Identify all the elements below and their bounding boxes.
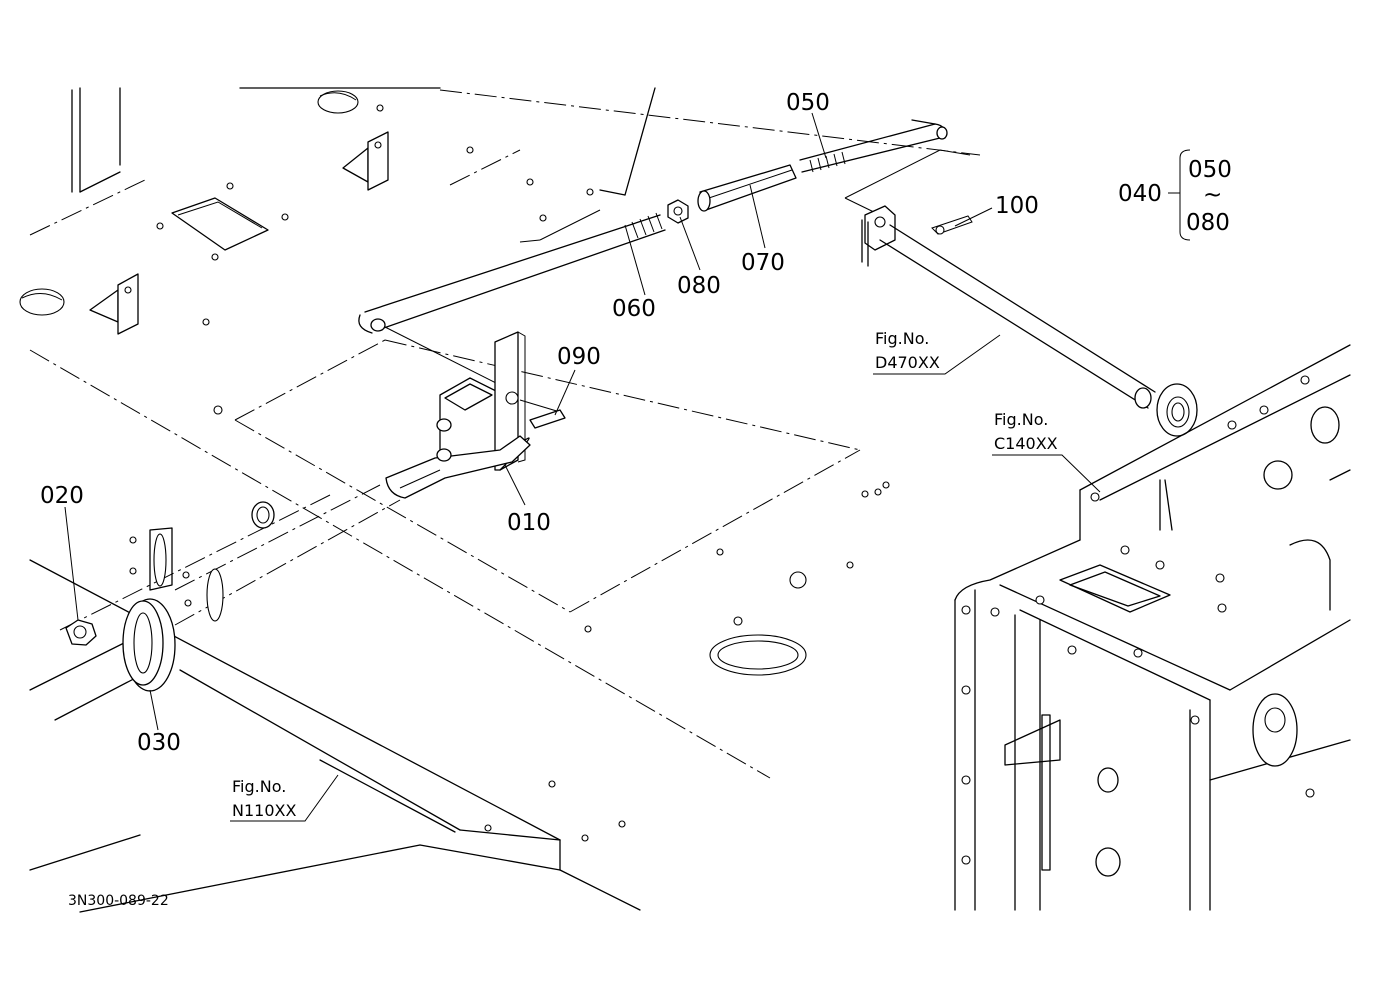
control-rod [358, 119, 948, 334]
fig-ref-d470-caption: Fig.No. [875, 329, 929, 348]
label-100: 100 [995, 193, 1039, 219]
fig-ref-n110-code: N110XX [232, 801, 296, 820]
label-020: 020 [40, 483, 84, 509]
grommet-group [59, 484, 401, 692]
figure-references: Fig.No. D470XX Fig.No. C140XX Fig.No. N1… [232, 329, 1058, 820]
lever-bracket [384, 326, 566, 499]
set-group-from: 050 [1188, 157, 1232, 183]
label-010: 010 [507, 510, 551, 536]
label-030: 030 [137, 730, 181, 756]
leader-lines [64, 112, 1191, 822]
label-060: 060 [612, 296, 656, 322]
fig-ref-n110-caption: Fig.No. [232, 777, 286, 796]
cross-shaft [844, 149, 1198, 437]
transmission-housing [954, 344, 1351, 911]
drawing-code: 3N300-089-22 [68, 893, 169, 909]
set-group-to: 080 [1186, 210, 1230, 236]
fig-ref-c140-code: C140XX [994, 434, 1058, 453]
part-labels: 010 020 030 050 060 070 080 090 100 040 … [40, 90, 1232, 756]
floor-plate [19, 87, 981, 913]
set-group-label: 040 [1118, 181, 1162, 207]
fig-ref-d470-code: D470XX [875, 353, 940, 372]
label-080: 080 [677, 273, 721, 299]
fig-ref-c140-caption: Fig.No. [994, 410, 1048, 429]
label-090: 090 [557, 344, 601, 370]
set-group-tilde: ~ [1203, 182, 1222, 208]
label-070: 070 [741, 250, 785, 276]
label-050: 050 [786, 90, 830, 116]
